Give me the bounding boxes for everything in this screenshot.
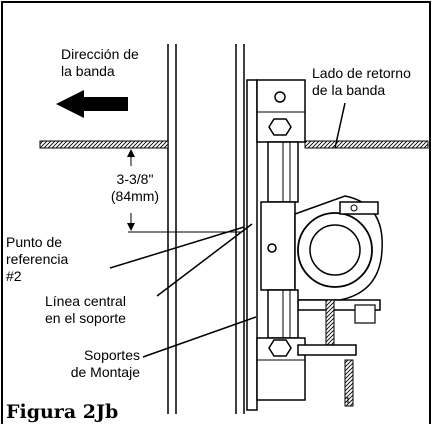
leader-supports <box>142 316 257 358</box>
reference-point-label: Punto de referencia #2 <box>6 234 68 285</box>
return-side-label-line: Lado de retorno <box>312 65 411 81</box>
belt-right-section <box>304 140 429 149</box>
figure-caption: Figura 2Jb <box>6 401 119 423</box>
centerline-label: Línea central en el soporte <box>45 293 126 327</box>
centerline-label-line: en el soporte <box>45 310 126 326</box>
reference-point-label-line: referencia <box>6 251 69 267</box>
centerline-label-line: Línea central <box>45 293 126 309</box>
belt-direction-arrow <box>56 90 128 118</box>
dimension-arrow-head <box>127 149 135 157</box>
mounting-supports-label-line: de Montaje <box>70 364 140 380</box>
hex-bolt-head <box>268 339 292 357</box>
hex-bolt-head <box>268 118 292 136</box>
belt-left-section <box>39 140 169 149</box>
small-bracket-mark <box>345 397 349 404</box>
direction-label-line: la banda <box>61 63 115 79</box>
spring-top-plate <box>339 201 379 215</box>
leader-return-side <box>334 102 346 149</box>
leader-reference-point <box>109 226 245 269</box>
tensioner-mount-block <box>260 201 296 291</box>
tensioner-inner-ring <box>309 224 361 276</box>
direction-label-line: Dirección de <box>61 46 139 62</box>
bottom-clamp-bar <box>297 344 357 356</box>
direction-label: Dirección de la banda <box>61 46 139 80</box>
reference-point-label-line: #2 <box>6 268 22 284</box>
bolt-hole <box>267 243 277 253</box>
mounting-supports-label: Soportes de Montaje <box>52 347 140 381</box>
return-side-label-line: de la banda <box>312 82 386 98</box>
dimension-label-line: 3-3/8" <box>116 171 154 187</box>
dimension-label: 3-3/8" (84mm) <box>100 171 170 205</box>
dimension-arrow-head <box>127 223 135 231</box>
small-screw <box>350 204 358 212</box>
mounting-supports-label-line: Soportes <box>83 347 140 363</box>
adjuster-block <box>354 304 376 324</box>
threaded-rod <box>325 299 335 347</box>
bolt-hole <box>274 91 286 103</box>
threaded-rod <box>344 359 354 407</box>
leader-centerline <box>156 223 253 297</box>
reference-point-label-line: Punto de <box>6 234 63 250</box>
dimension-label-line: (84mm) <box>110 188 160 204</box>
mounting-back-plate <box>246 79 258 411</box>
return-side-label: Lado de retorno de la banda <box>312 65 411 99</box>
